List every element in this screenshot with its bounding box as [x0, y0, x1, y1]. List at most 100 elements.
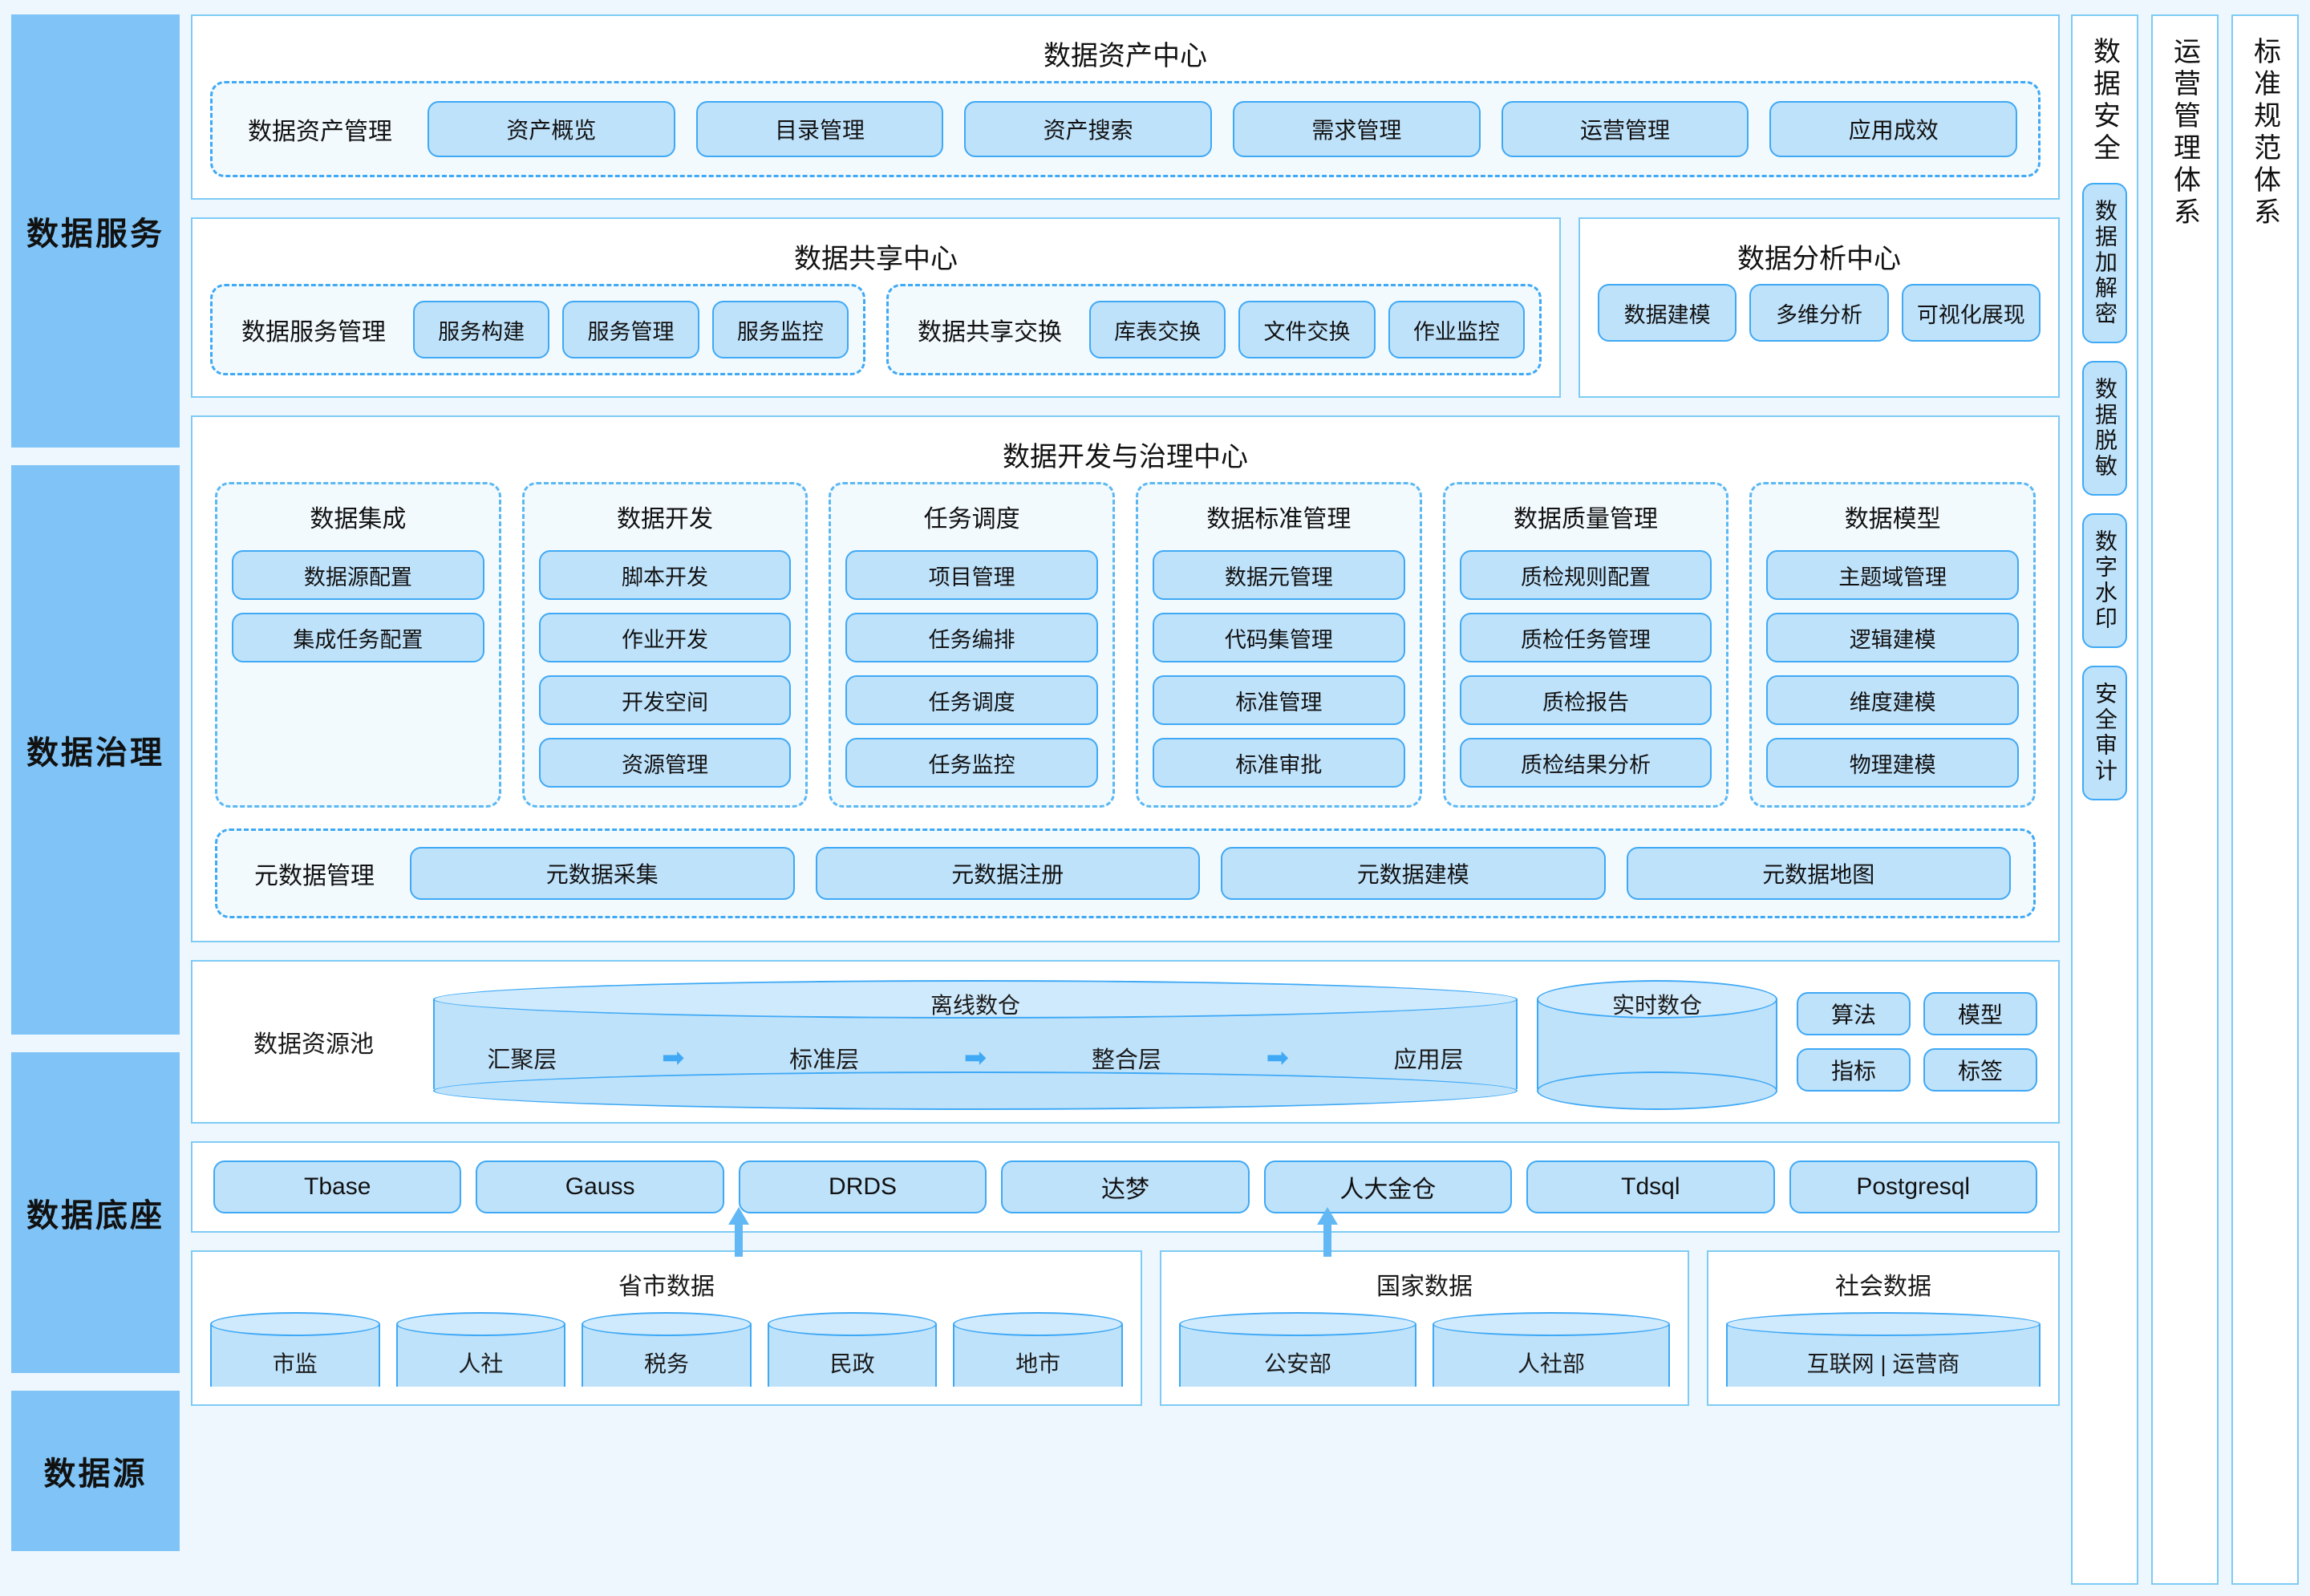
- panel-title-share-center: 数据共享中心: [794, 244, 958, 274]
- label-realtime-warehouse: 实时数仓: [1611, 993, 1702, 1018]
- pill-db-gauss[interactable]: Gauss: [476, 1161, 724, 1213]
- group-data-share-exchange: 数据共享交换 库表交换 文件交换 作业监控: [886, 284, 1542, 375]
- group-pool-tags: 算法 模型 指标 标签: [1797, 992, 2037, 1092]
- cylinder-internet-operator[interactable]: 互联网 | 运营商: [1726, 1312, 2040, 1400]
- pill-metadata-map[interactable]: 元数据地图: [1626, 847, 2011, 900]
- pill-task-scheduling[interactable]: 任务调度: [845, 675, 1099, 725]
- pill-asset-overview[interactable]: 资产概览: [428, 101, 675, 157]
- pill-codeset-management[interactable]: 代码集管理: [1153, 613, 1405, 662]
- pill-multidim-analysis[interactable]: 多维分析: [1749, 284, 1889, 342]
- rail-item-data-foundation[interactable]: 数据底座: [11, 1052, 180, 1373]
- pill-catalog-management[interactable]: 目录管理: [695, 101, 944, 157]
- pill-file-exchange[interactable]: 文件交换: [1238, 301, 1376, 358]
- pill-resource-management[interactable]: 资源管理: [538, 738, 792, 788]
- cylinder-label: 人社部: [1517, 1351, 1585, 1376]
- pill-db-tbase[interactable]: Tbase: [213, 1161, 462, 1213]
- pill-service-manage[interactable]: 服务管理: [562, 301, 699, 358]
- pill-physical-modeling[interactable]: 物理建模: [1766, 738, 2020, 788]
- dev-column-title: 数据集成: [310, 506, 407, 533]
- group-metadata-management: 元数据管理 元数据采集 元数据注册 元数据建模 元数据地图: [215, 828, 2036, 918]
- rail-item-data-governance[interactable]: 数据治理: [11, 465, 180, 1035]
- group-data-service-management: 数据服务管理 服务构建 服务管理 服务监控: [210, 284, 865, 375]
- cylinder-minzheng[interactable]: 民政: [767, 1312, 938, 1400]
- pill-operation-management[interactable]: 运营管理: [1501, 101, 1749, 157]
- pill-service-monitor[interactable]: 服务监控: [711, 301, 849, 358]
- pill-quality-report[interactable]: 质检报告: [1459, 675, 1712, 725]
- pill-dimensional-modeling[interactable]: 维度建模: [1766, 675, 2020, 725]
- pill-data-masking[interactable]: 数据脱敏: [2082, 361, 2127, 496]
- pill-asset-search[interactable]: 资产搜索: [964, 101, 1213, 157]
- cylinder-shuiwu[interactable]: 税务: [582, 1312, 752, 1400]
- panel-title-dev-center: 数据开发与治理中心: [1003, 442, 1248, 472]
- pill-subject-domain-management[interactable]: 主题域管理: [1766, 550, 2020, 600]
- dev-column-data-standard: 数据标准管理 数据元管理 代码集管理 标准管理 标准审批: [1136, 482, 1422, 808]
- pill-db-postgresql[interactable]: Postgresql: [1789, 1161, 2037, 1213]
- panel-title-analysis-center: 数据分析中心: [1737, 244, 1901, 274]
- group-label-share-exchange: 数据共享交换: [918, 319, 1062, 346]
- pill-datasource-config[interactable]: 数据源配置: [232, 550, 484, 600]
- pill-task-monitoring[interactable]: 任务监控: [845, 738, 1099, 788]
- label-resource-pool: 数据资源池: [253, 1031, 374, 1058]
- pill-data-element-management[interactable]: 数据元管理: [1153, 550, 1405, 600]
- cylinder-renshe[interactable]: 人社: [395, 1312, 566, 1400]
- pill-standard-management[interactable]: 标准管理: [1153, 675, 1405, 725]
- rail-standard-specification-system: 标准规范体系: [2231, 14, 2299, 1585]
- rail-label: 数据源: [43, 1456, 148, 1492]
- stage-aggregation: 汇聚层: [487, 1047, 557, 1073]
- pill-digital-watermark[interactable]: 数字水印: [2082, 513, 2127, 648]
- pill-demand-management[interactable]: 需求管理: [1233, 101, 1481, 157]
- pill-algorithm[interactable]: 算法: [1797, 992, 1911, 1035]
- pill-label-tag[interactable]: 标签: [1923, 1048, 2037, 1092]
- pill-quality-task-management[interactable]: 质检任务管理: [1459, 613, 1712, 662]
- pill-project-management[interactable]: 项目管理: [845, 550, 1099, 600]
- pill-db-dameng[interactable]: 达梦: [1001, 1161, 1250, 1213]
- cylinder-shijian[interactable]: 市监: [210, 1312, 380, 1400]
- cylinder-dishi[interactable]: 地市: [953, 1312, 1123, 1400]
- title-province-city-data: 省市数据: [618, 1274, 715, 1300]
- rail-item-data-source[interactable]: 数据源: [11, 1391, 180, 1551]
- pill-security-audit[interactable]: 安全审计: [2082, 666, 2127, 800]
- main-column: 数据资产中心 数据资产管理 资产概览 目录管理 资产搜索 需求管理 运营管理 应…: [191, 14, 2060, 1585]
- panel-data-resource-pool: 数据资源池 离线数仓 汇聚层 ➡ 标准层 ➡ 整合层 ➡ 应用层: [191, 960, 2060, 1124]
- label-offline-warehouse: 离线数仓: [930, 993, 1020, 1018]
- pill-metadata-registration[interactable]: 元数据注册: [815, 847, 1200, 900]
- pill-job-development[interactable]: 作业开发: [538, 613, 792, 662]
- pill-application-effect[interactable]: 应用成效: [1769, 101, 2018, 157]
- pill-db-drds[interactable]: DRDS: [738, 1161, 987, 1213]
- pill-script-development[interactable]: 脚本开发: [538, 550, 792, 600]
- pill-quality-result-analysis[interactable]: 质检结果分析: [1459, 738, 1712, 788]
- pill-indicator[interactable]: 指标: [1797, 1048, 1911, 1092]
- pill-db-kingbase[interactable]: 人大金仓: [1263, 1161, 1513, 1213]
- pill-standard-approval[interactable]: 标准审批: [1153, 738, 1405, 788]
- dev-column-data-integration: 数据集成 数据源配置 集成任务配置: [215, 482, 501, 808]
- pill-metadata-collection[interactable]: 元数据采集: [410, 847, 795, 900]
- rail-operation-management-system: 运营管理体系: [2151, 14, 2219, 1585]
- cylinder-label: 地市: [1015, 1351, 1061, 1376]
- cylinder-renshebu[interactable]: 人社部: [1433, 1312, 1670, 1400]
- layer-rail: 数据服务 数据治理 数据底座 数据源: [11, 14, 180, 1585]
- title-social-data: 社会数据: [1835, 1274, 1931, 1300]
- title-national-data: 国家数据: [1376, 1274, 1473, 1300]
- dev-column-title: 数据模型: [1844, 506, 1941, 533]
- pill-task-orchestration[interactable]: 任务编排: [845, 613, 1099, 662]
- pill-table-exchange[interactable]: 库表交换: [1089, 301, 1226, 358]
- pill-visualization[interactable]: 可视化展现: [1901, 284, 2040, 342]
- rail-item-data-service[interactable]: 数据服务: [11, 14, 180, 448]
- pill-data-modeling[interactable]: 数据建模: [1598, 284, 1737, 342]
- pill-integration-task-config[interactable]: 集成任务配置: [232, 613, 484, 662]
- arrow-right-icon: ➡: [963, 1043, 987, 1073]
- pill-model[interactable]: 模型: [1923, 992, 2037, 1035]
- stage-standard: 标准层: [789, 1047, 860, 1073]
- pill-metadata-modeling[interactable]: 元数据建模: [1221, 847, 1606, 900]
- group-label-service-management: 数据服务管理: [241, 319, 386, 346]
- rail-title-operation-system: 运营管理体系: [2169, 37, 2200, 229]
- cylinder-gonganbu[interactable]: 公安部: [1179, 1312, 1416, 1400]
- pill-quality-rule-config[interactable]: 质检规则配置: [1459, 550, 1712, 600]
- arrow-right-icon: ➡: [661, 1043, 685, 1073]
- pill-job-monitor[interactable]: 作业监控: [1388, 301, 1525, 358]
- pill-logical-modeling[interactable]: 逻辑建模: [1766, 613, 2020, 662]
- pill-service-build[interactable]: 服务构建: [413, 301, 550, 358]
- pill-development-workspace[interactable]: 开发空间: [538, 675, 792, 725]
- pill-db-tdsql[interactable]: Tdsql: [1526, 1161, 1775, 1213]
- pill-data-encryption[interactable]: 数据加解密: [2082, 183, 2127, 343]
